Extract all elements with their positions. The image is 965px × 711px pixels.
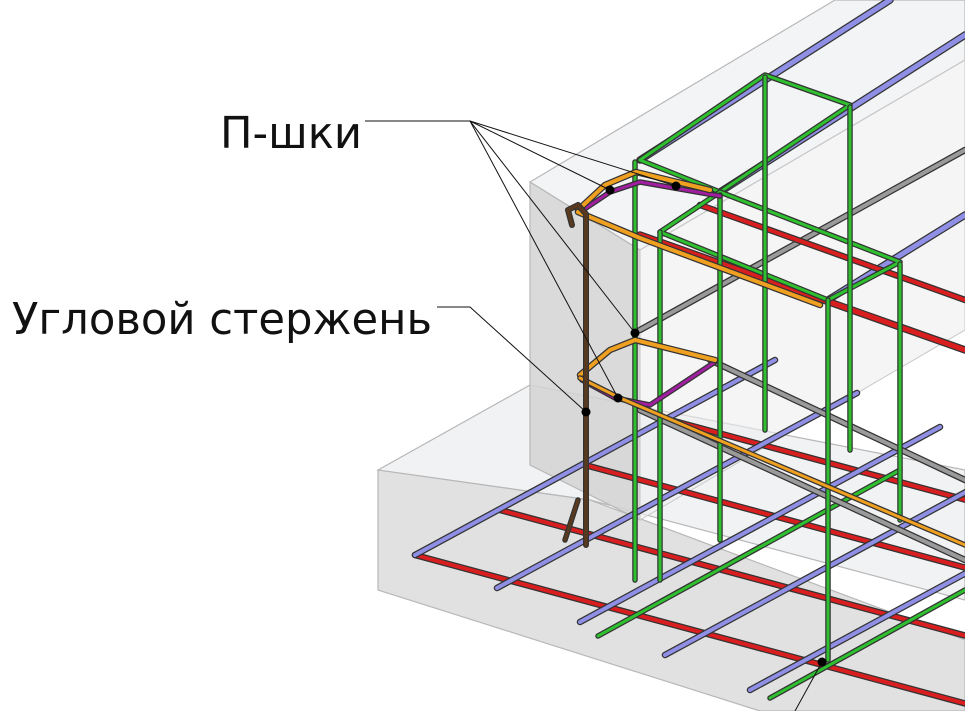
p-bars-leader-2 xyxy=(469,120,677,187)
column-grey-bar xyxy=(708,358,965,482)
corner-bar-hook xyxy=(563,498,580,542)
p-bars-label: П-шки xyxy=(220,108,362,159)
bottom-blue-bar xyxy=(495,391,859,590)
p-bar-magenta xyxy=(578,180,722,214)
top-red-bar xyxy=(698,203,965,302)
bottom-blue-bar xyxy=(663,490,965,657)
bottom-leader xyxy=(794,661,823,711)
leader-lines xyxy=(365,120,823,711)
p-bars-leader-3 xyxy=(469,120,636,334)
corner-bar xyxy=(566,203,588,547)
p-bar-lower xyxy=(578,338,717,377)
p-bar-top xyxy=(576,210,822,307)
concrete-bodies xyxy=(376,0,965,711)
p-bars-leader-1 xyxy=(469,120,611,191)
bottom-blue-bar xyxy=(578,425,942,624)
bottom-blue-bar xyxy=(413,358,777,557)
p-bar-top xyxy=(576,170,712,212)
bottom-green-bar xyxy=(768,588,965,700)
bottom-blue-bar xyxy=(748,571,965,692)
p-bars-leader-4 xyxy=(469,120,619,399)
leader-dots xyxy=(581,181,827,667)
column-grey-bar xyxy=(638,408,965,562)
corner-bar-label: Угловой стержень xyxy=(12,294,432,345)
corner-bar-leader xyxy=(437,306,587,413)
